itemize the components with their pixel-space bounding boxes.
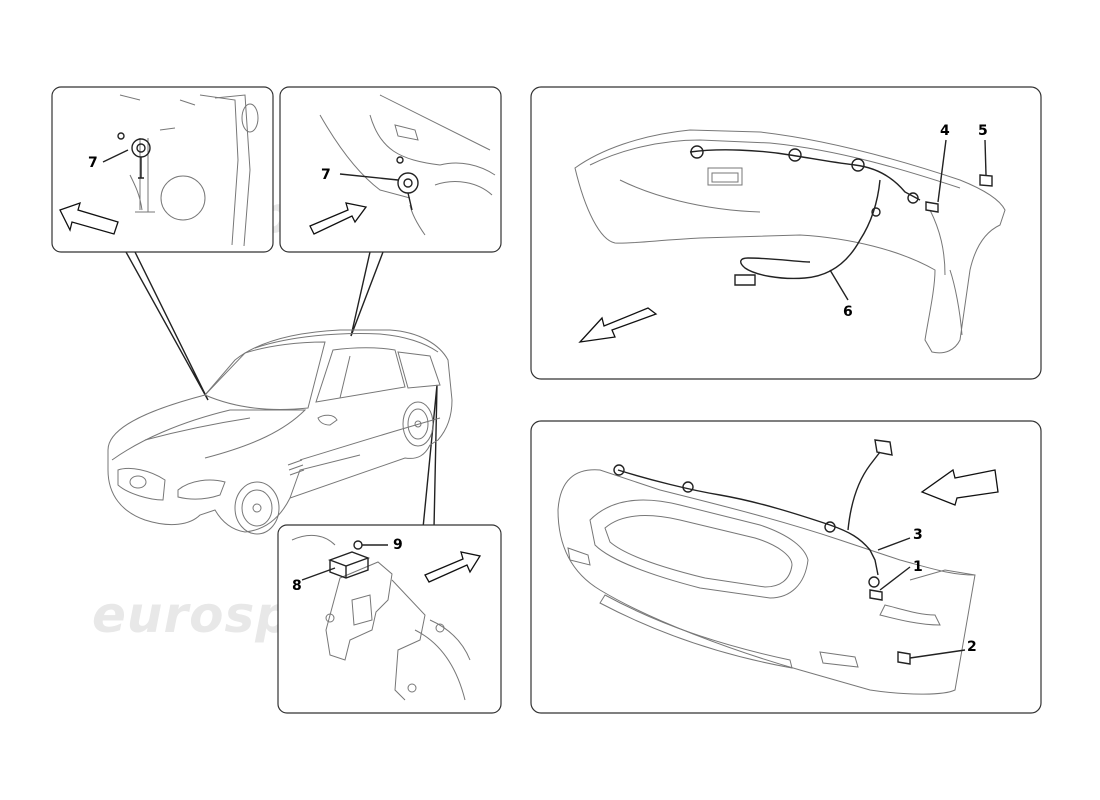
detail-panel-left-frame [51,86,274,253]
rear-bumper-drawing [574,129,1006,354]
leader-bottom-detail [422,384,438,529]
detail-panel-right: 7 [279,86,502,253]
buzzer-part-left [117,132,151,179]
front-harness [613,439,893,588]
callout-7-left: 7 [88,155,98,171]
rear-bumper-panel: 4 5 6 [530,86,1042,380]
leader-4 [937,139,947,203]
callout-9: 9 [393,537,403,553]
rear-bumper-frame [530,86,1042,380]
leader-2 [909,649,966,659]
callout-4: 4 [940,123,950,139]
buzzer-part-right [396,156,419,211]
rear-harness [689,145,921,286]
detail-right-drawing [319,94,496,236]
callout-2: 2 [967,639,977,655]
leader-5 [984,139,987,176]
detail-panel-left: 7 [51,86,274,253]
leader-8 [301,567,336,581]
callout-5: 5 [978,123,988,139]
front-bumper-panel: 3 1 2 [530,420,1042,714]
direction-arrow-rear [578,307,658,343]
panel-leaders [125,251,438,529]
callout-6: 6 [843,304,853,320]
leader-7-right [339,173,399,181]
callout-3: 3 [913,527,923,543]
direction-arrow-bottom [424,551,482,583]
direction-arrow-front [920,468,999,506]
detail-panel-bottom: 8 9 [277,524,502,714]
callout-7-right: 7 [321,167,331,183]
detail-bottom-drawing [291,534,471,701]
leader-1 [879,566,911,591]
front-sensors [869,589,911,665]
callout-1: 1 [913,559,923,575]
leader-6 [829,269,849,301]
detail-left-drawing [119,94,259,247]
car-illustration [107,329,453,535]
rear-sensors [925,174,993,213]
front-bumper-frame [530,420,1042,714]
direction-arrow-left [59,201,119,235]
leader-3 [877,537,911,551]
leader-left-detail [125,251,209,401]
direction-arrow-right [309,202,368,235]
leader-right-detail [350,251,384,337]
front-bumper-drawing [557,469,976,695]
callout-8: 8 [292,578,302,594]
leader-7-left [102,149,129,163]
